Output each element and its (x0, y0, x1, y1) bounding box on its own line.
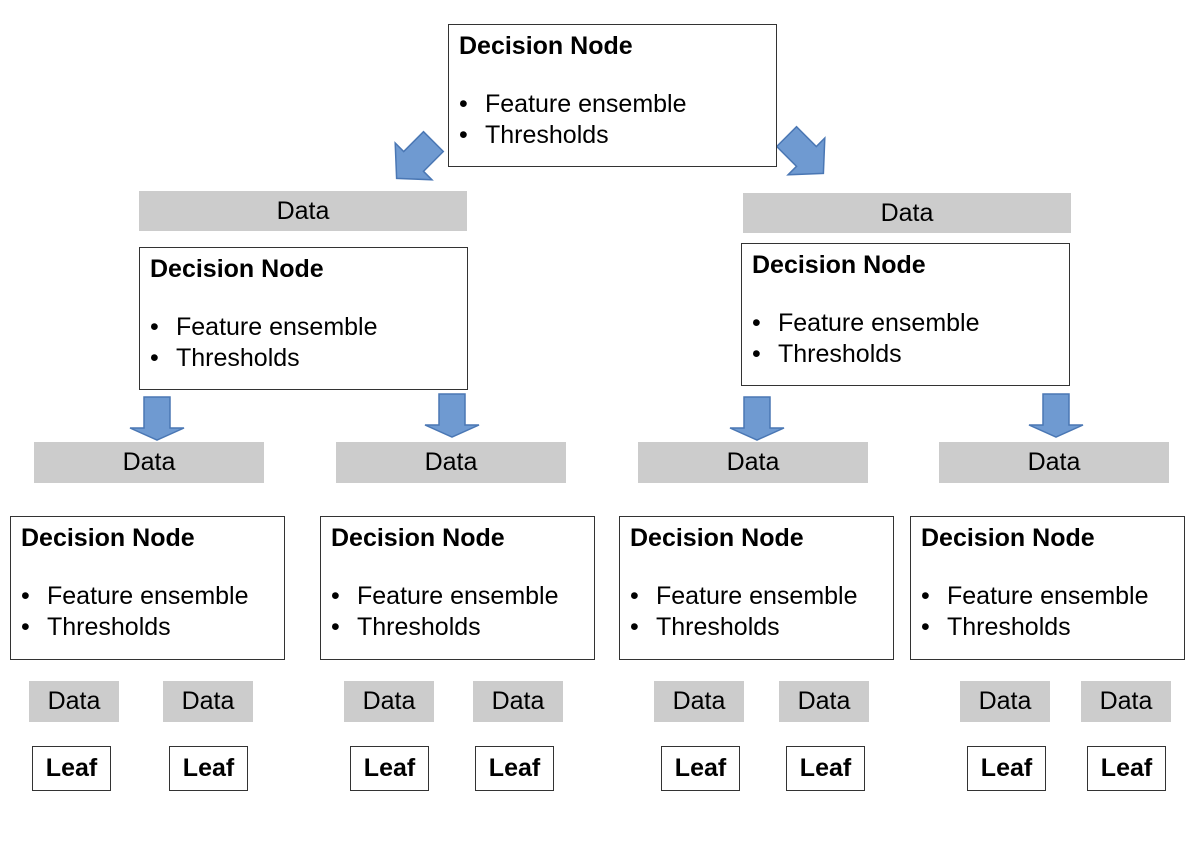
data-bar: Data (654, 681, 744, 722)
leaf-node: Leaf (661, 746, 740, 791)
node-title: Decision Node (630, 524, 804, 552)
decision-node: Decision Node Feature ensemble Threshold… (910, 516, 1185, 660)
decision-node: Decision Node Feature ensemble Threshold… (139, 247, 468, 390)
node-title: Decision Node (459, 32, 633, 60)
leaf-node: Leaf (32, 746, 111, 791)
bullet-item: Feature ensemble (752, 308, 980, 339)
node-bullets: Feature ensemble Thresholds (630, 581, 858, 643)
down-arrow-icon (424, 393, 480, 438)
root-decision-node: Decision Node Feature ensemble Threshold… (448, 24, 777, 167)
data-bar: Data (1081, 681, 1171, 722)
node-title: Decision Node (21, 524, 195, 552)
bullet-item: Feature ensemble (21, 581, 249, 612)
decision-node: Decision Node Feature ensemble Threshold… (741, 243, 1070, 386)
data-bar: Data (139, 191, 467, 231)
data-bar: Data (29, 681, 119, 722)
leaf-node: Leaf (967, 746, 1046, 791)
down-arrow-icon (729, 396, 785, 441)
node-title: Decision Node (150, 255, 324, 283)
leaf-node: Leaf (786, 746, 865, 791)
bullet-item: Feature ensemble (630, 581, 858, 612)
data-bar: Data (638, 442, 868, 483)
down-arrow-icon (394, 130, 445, 181)
bullet-item: Feature ensemble (150, 312, 378, 343)
bullet-item: Thresholds (630, 612, 858, 643)
leaf-node: Leaf (1087, 746, 1166, 791)
leaf-node: Leaf (350, 746, 429, 791)
down-arrow-icon (129, 396, 185, 441)
down-arrow-icon (775, 125, 826, 176)
bullet-item: Thresholds (21, 612, 249, 643)
decision-node: Decision Node Feature ensemble Threshold… (320, 516, 595, 660)
data-bar: Data (779, 681, 869, 722)
data-bar: Data (960, 681, 1050, 722)
decision-node: Decision Node Feature ensemble Threshold… (10, 516, 285, 660)
bullet-item: Thresholds (752, 339, 980, 370)
node-title: Decision Node (921, 524, 1095, 552)
leaf-node: Leaf (169, 746, 248, 791)
data-bar: Data (336, 442, 566, 483)
node-bullets: Feature ensemble Thresholds (331, 581, 559, 643)
bullet-item: Feature ensemble (921, 581, 1149, 612)
bullet-item: Feature ensemble (459, 89, 687, 120)
bullet-item: Thresholds (459, 120, 687, 151)
bullet-item: Feature ensemble (331, 581, 559, 612)
data-bar: Data (344, 681, 434, 722)
node-title: Decision Node (752, 251, 926, 279)
data-bar: Data (939, 442, 1169, 483)
data-bar: Data (34, 442, 264, 483)
node-bullets: Feature ensemble Thresholds (150, 312, 378, 374)
leaf-node: Leaf (475, 746, 554, 791)
node-bullets: Feature ensemble Thresholds (459, 89, 687, 151)
node-title: Decision Node (331, 524, 505, 552)
down-arrow-icon (1028, 393, 1084, 438)
bullet-item: Thresholds (150, 343, 378, 374)
node-bullets: Feature ensemble Thresholds (921, 581, 1149, 643)
bullet-item: Thresholds (331, 612, 559, 643)
data-bar: Data (743, 193, 1071, 233)
data-bar: Data (163, 681, 253, 722)
bullet-item: Thresholds (921, 612, 1149, 643)
node-bullets: Feature ensemble Thresholds (21, 581, 249, 643)
data-bar: Data (473, 681, 563, 722)
decision-node: Decision Node Feature ensemble Threshold… (619, 516, 894, 660)
node-bullets: Feature ensemble Thresholds (752, 308, 980, 370)
